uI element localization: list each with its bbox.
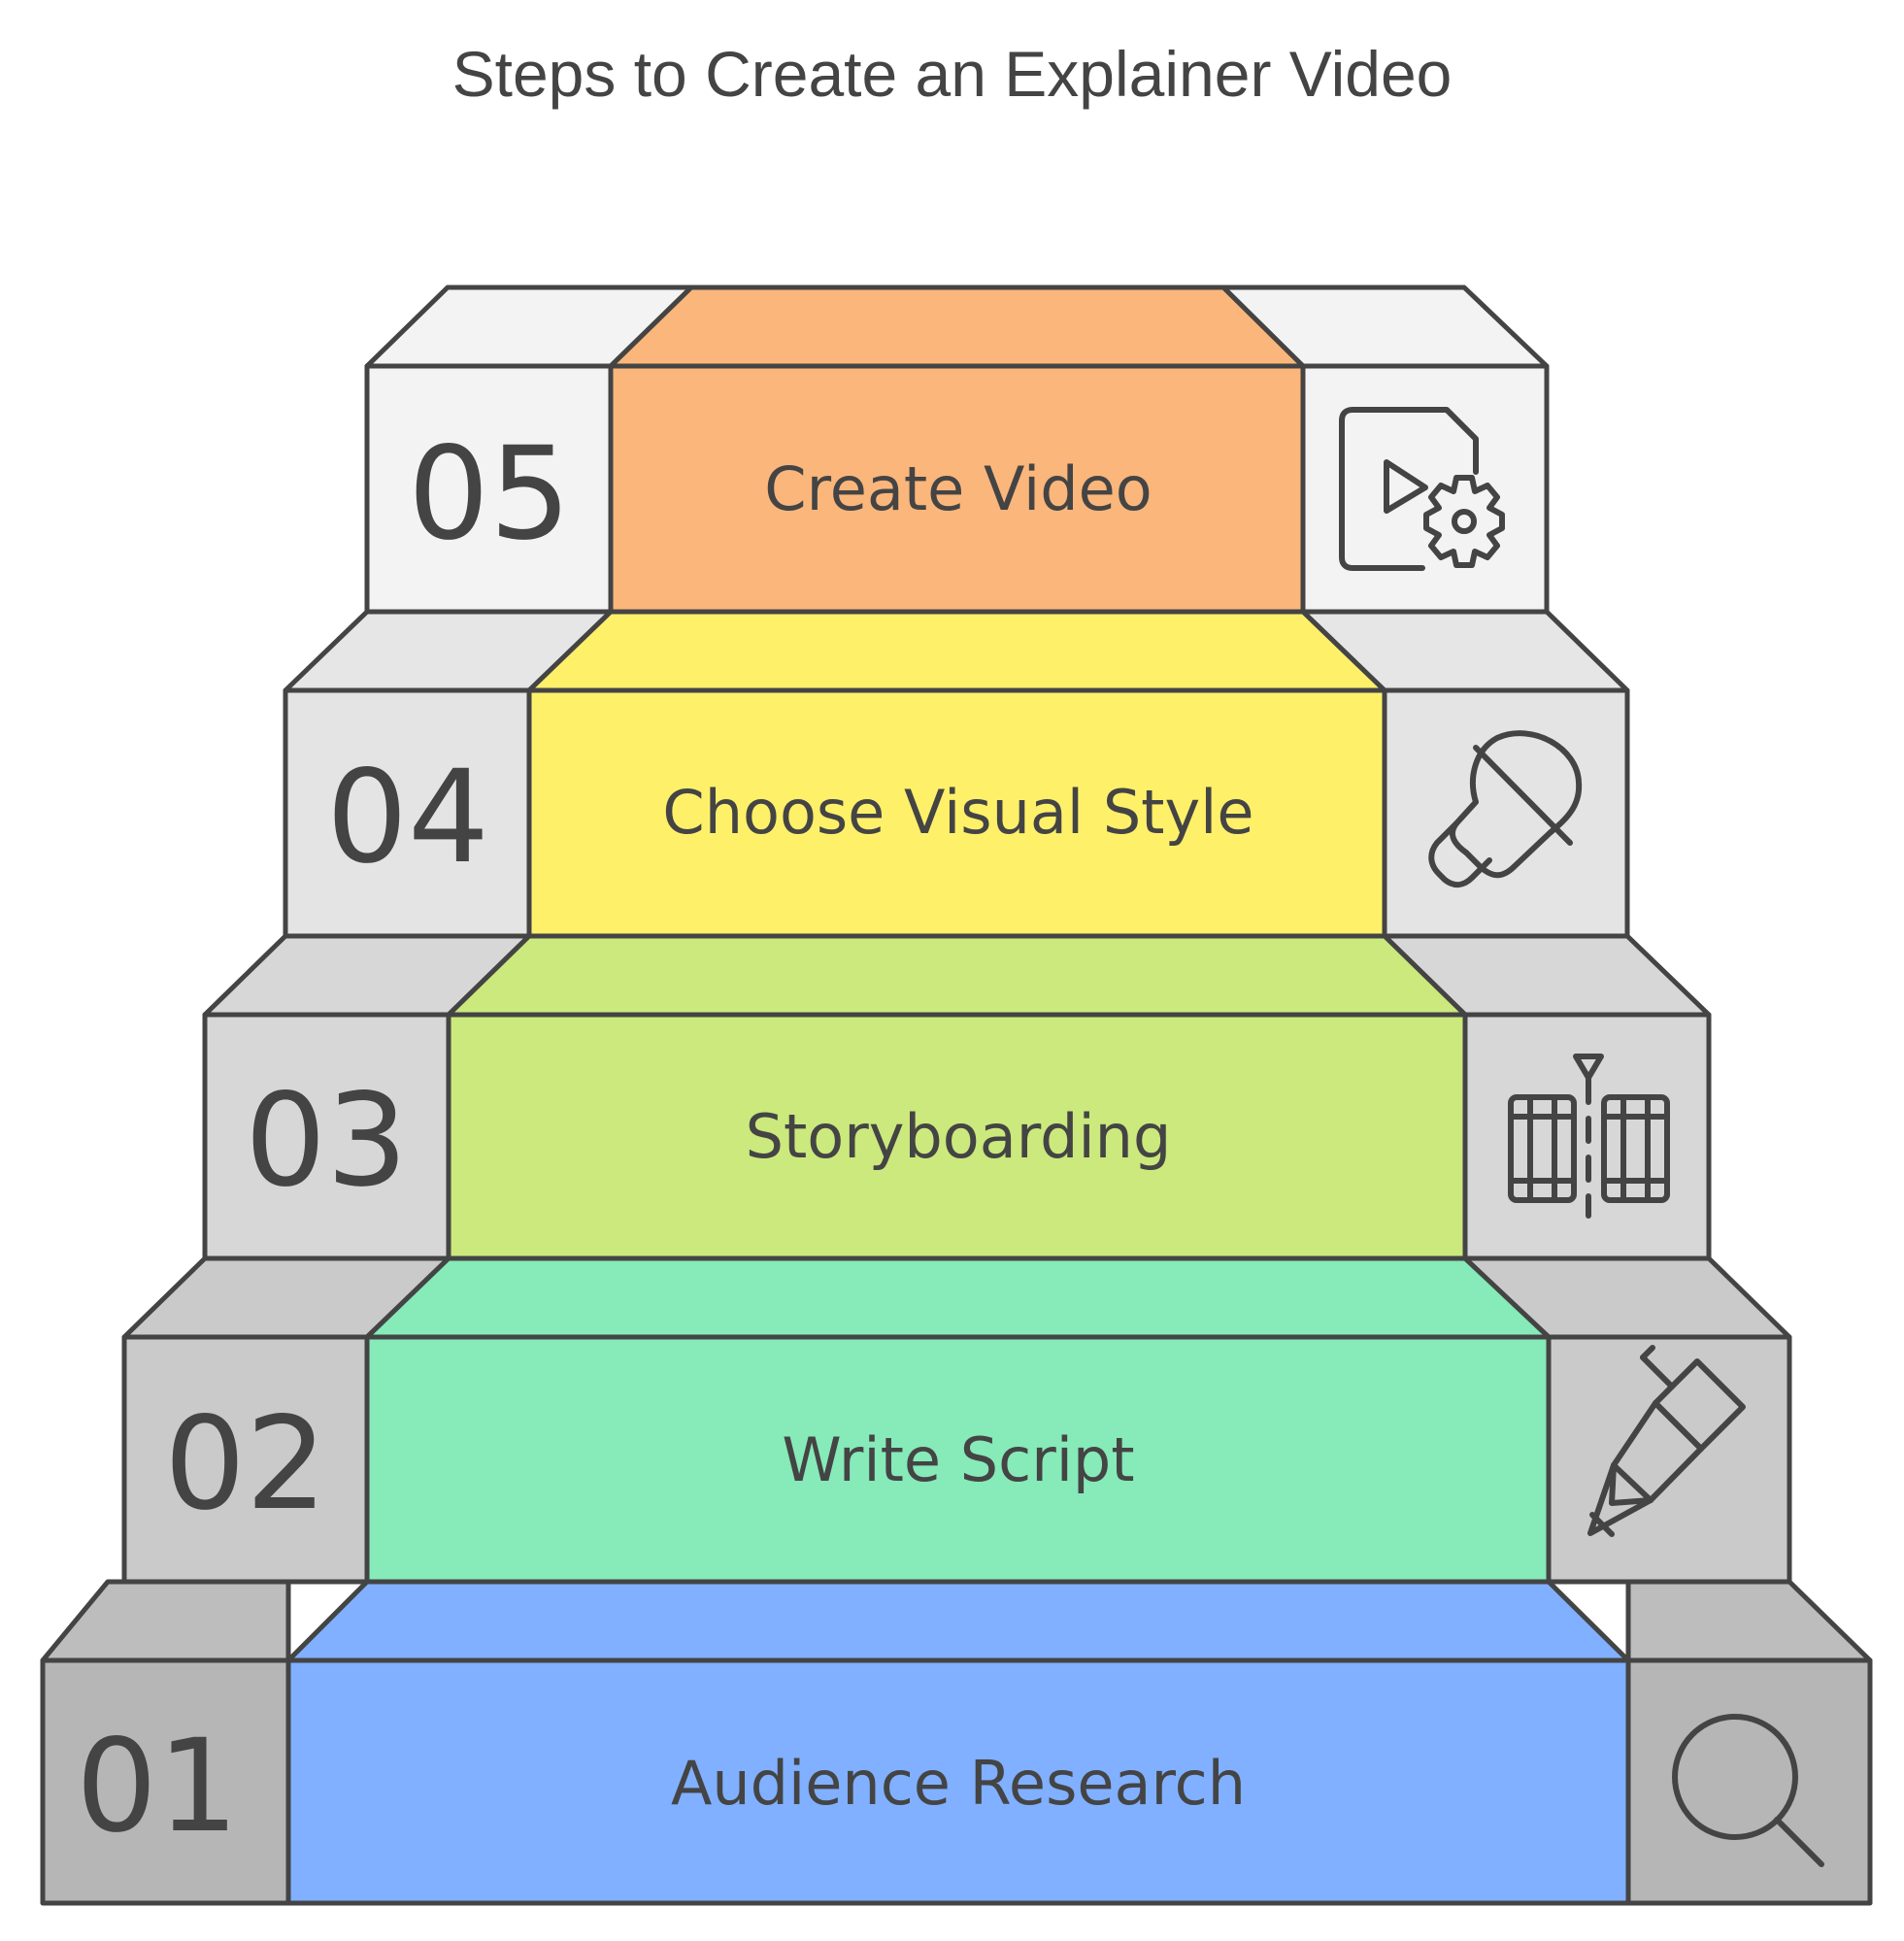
step-04-label: Choose Visual Style	[662, 777, 1253, 848]
step-01-left-top	[40, 1579, 291, 1663]
step-01: 01 Audience Research	[40, 1579, 1873, 1906]
pencil-icon	[1587, 1345, 1746, 1537]
step-03-label: Storyboarding	[746, 1101, 1172, 1172]
step-03-left-face	[202, 1012, 451, 1261]
step-02-number: 02	[164, 1389, 327, 1539]
step-04-right-face	[1382, 687, 1630, 939]
step-03-number: 03	[245, 1066, 408, 1216]
step-01-left-face	[40, 1657, 291, 1906]
step-03-main-top	[446, 933, 1468, 1018]
step-02: 02 Write Script	[121, 1255, 1792, 1585]
film-frames-icon	[1508, 1054, 1670, 1219]
magnifier-icon	[1672, 1714, 1824, 1867]
step-01-label: Audience Research	[671, 1748, 1246, 1819]
step-01-right-top	[1625, 1579, 1873, 1663]
step-01-main-face	[285, 1657, 1631, 1906]
step-04: 04 Choose Visual Style	[283, 609, 1630, 939]
step-02-right-face	[1546, 1334, 1792, 1585]
diagram-title: Steps to Create an Explainer Video	[451, 38, 1453, 110]
step-01-main-top	[285, 1579, 1631, 1663]
step-02-main-face	[364, 1334, 1552, 1585]
step-05: 05 Create Video	[364, 284, 1550, 615]
step-03: 03 Storyboarding	[202, 933, 1712, 1261]
step-03-main-face	[446, 1012, 1468, 1261]
step-01-right-face	[1625, 1657, 1873, 1906]
step-05-main-top	[608, 284, 1306, 369]
step-05-number: 05	[408, 419, 571, 569]
paintbrush-icon	[1428, 730, 1583, 887]
step-05-label: Create Video	[764, 453, 1152, 524]
step-04-number: 04	[326, 743, 489, 892]
step-04-main-face	[526, 687, 1387, 939]
step-01-number: 01	[76, 1712, 239, 1861]
step-04-left-face	[283, 687, 532, 939]
step-02-label: Write Script	[782, 1424, 1134, 1495]
step-02-main-top	[364, 1255, 1552, 1340]
video-file-settings-icon	[1339, 407, 1505, 571]
step-05-main-face	[608, 363, 1306, 615]
step-04-main-top	[526, 609, 1387, 693]
